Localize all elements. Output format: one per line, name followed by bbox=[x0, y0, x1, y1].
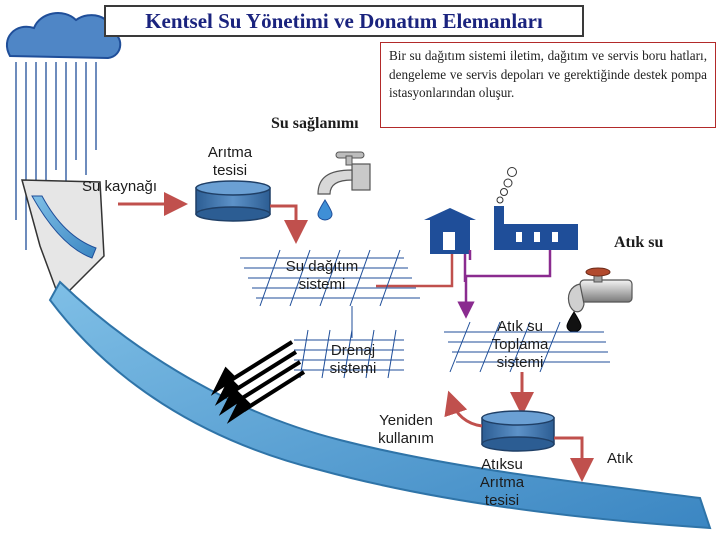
distribution-to-house-line bbox=[376, 254, 454, 288]
label-aritma-line1: Arıtma bbox=[207, 144, 253, 161]
reuse-arrow bbox=[444, 390, 483, 428]
collection-network bbox=[444, 321, 610, 373]
label-su-dagitim-line2: sistemi bbox=[298, 276, 346, 293]
factory-icon bbox=[494, 206, 578, 250]
label-aritma-line2: tesisi bbox=[212, 162, 248, 179]
label-su-kaynagi: Su kaynağı bbox=[82, 178, 158, 195]
label-yeniden-kullanim: Yeniden kullanım bbox=[368, 412, 444, 448]
label-atiksu-aritma-line2: Arıtma bbox=[479, 474, 525, 491]
label-drenaj-line2: sistemi bbox=[329, 360, 377, 377]
description-box: Bir su dağıtım sistemi iletim, dağıtım v… bbox=[380, 42, 716, 128]
label-atiksu-aritma-line1: Atıksu bbox=[481, 456, 523, 473]
smoke-icon bbox=[496, 167, 517, 204]
label-atik-toplama-line1: Atık su bbox=[497, 318, 543, 335]
distribution-network bbox=[240, 249, 420, 307]
treatment-to-discharge-arrow bbox=[554, 436, 594, 482]
label-su-dagitim-line1: Su dağıtım bbox=[285, 258, 359, 275]
drainage-arrows bbox=[210, 340, 306, 424]
label-aritma-tesisi: Arıtma tesisi bbox=[198, 144, 262, 180]
river bbox=[48, 280, 712, 530]
label-atiksu-aritma-line3: tesisi bbox=[484, 492, 520, 509]
label-atik-su-toplama: Atık su Toplama sistemi bbox=[480, 318, 560, 372]
tank-icon bbox=[195, 180, 271, 222]
label-atik-toplama-line2: Toplama bbox=[491, 336, 549, 353]
label-yeniden-line1: Yeniden bbox=[379, 412, 433, 429]
drainage-network bbox=[294, 329, 404, 379]
label-drenaj-line1: Drenaj bbox=[330, 342, 376, 359]
label-atik: Atık bbox=[607, 450, 633, 467]
water-drop-icon bbox=[317, 199, 333, 221]
oil-drop-icon bbox=[566, 311, 582, 333]
faucet-icon bbox=[317, 151, 371, 195]
waste-lines bbox=[457, 250, 552, 319]
label-atik-su: Atık su bbox=[614, 234, 664, 251]
label-yeniden-line2: kullanım bbox=[378, 430, 434, 447]
label-su-saglanimi: Su sağlanımı bbox=[271, 115, 359, 132]
house-icon bbox=[424, 208, 476, 254]
wastewater-tank-icon bbox=[481, 410, 555, 452]
label-atiksu-aritma: Atıksu Arıtma tesisi bbox=[470, 456, 534, 510]
treatment-to-distribution-arrow bbox=[270, 204, 308, 244]
reservoir-icon bbox=[21, 179, 105, 302]
label-drenaj: Drenaj sistemi bbox=[318, 342, 388, 378]
label-atik-toplama-line3: sistemi bbox=[496, 354, 544, 371]
page-title: Kentsel Su Yönetimi ve Donatım Elemanlar… bbox=[104, 5, 584, 37]
pipe-icon bbox=[567, 267, 633, 313]
label-su-dagitim: Su dağıtım sistemi bbox=[278, 258, 366, 294]
cloud-icon bbox=[6, 12, 122, 60]
